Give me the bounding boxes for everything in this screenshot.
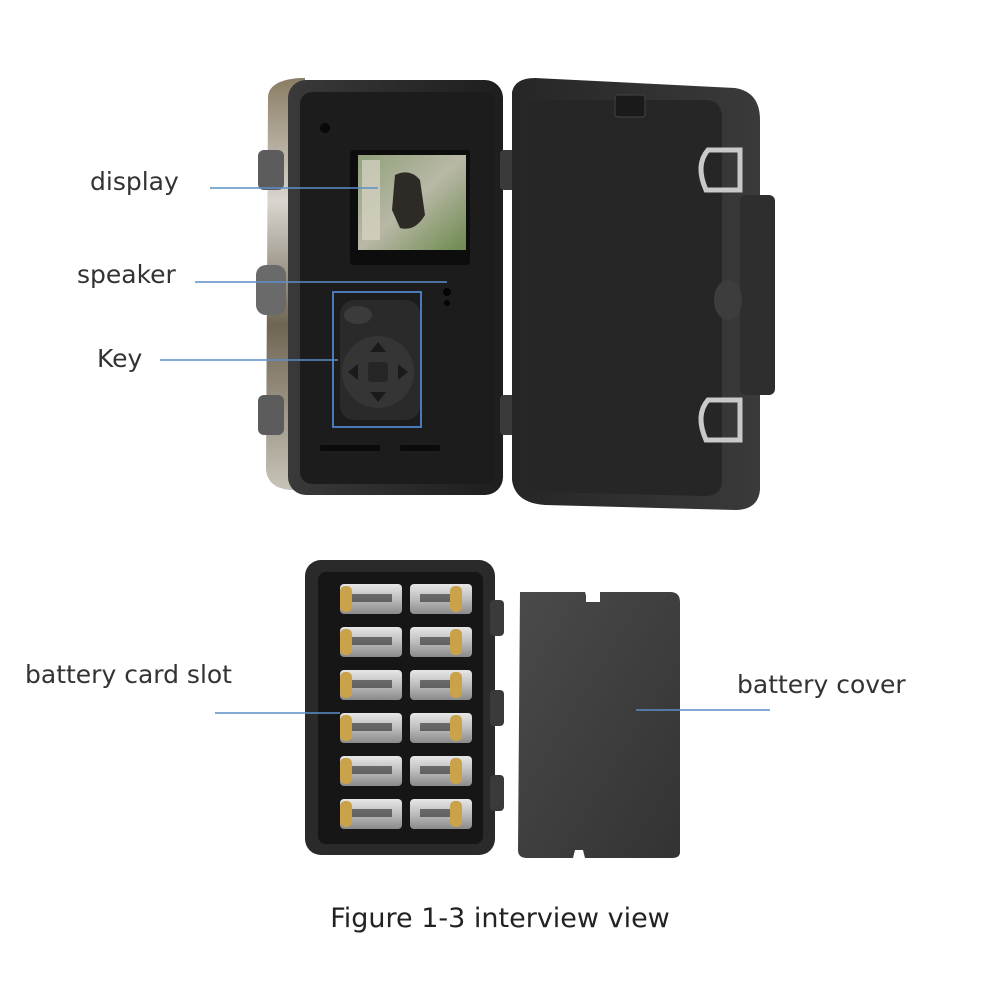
strap-loop-top <box>698 147 743 193</box>
battery-label-stripe <box>350 766 392 774</box>
battery-label-stripe <box>350 680 392 688</box>
key-right-arrow <box>398 364 408 380</box>
battery-terminal <box>340 586 352 612</box>
battery-terminal <box>450 629 462 655</box>
label-battery-card-slot: battery card slot <box>25 660 232 689</box>
label-speaker: speaker <box>77 260 177 289</box>
door-clip <box>614 94 646 118</box>
battery-label-stripe <box>420 594 462 602</box>
battery-terminal <box>340 758 352 784</box>
battery-compartment-illustration: battery card slot battery cover <box>25 560 906 858</box>
left-hinge-mid <box>256 265 286 315</box>
battery-label-stripe <box>420 723 462 731</box>
speaker-hole <box>443 288 451 296</box>
display-image-animal <box>392 172 425 229</box>
camera-open-illustration: display speaker Key <box>77 78 775 510</box>
left-latch-bottom <box>258 395 284 435</box>
battery-label-stripe <box>350 637 392 645</box>
battery-terminal <box>340 629 352 655</box>
battery-terminal <box>450 586 462 612</box>
door-inner-cavity <box>528 100 722 496</box>
battery-label-stripe <box>350 723 392 731</box>
battery-label-stripe <box>350 594 392 602</box>
battery-terminal <box>450 801 462 827</box>
battery-terminal <box>450 672 462 698</box>
key-down-arrow <box>370 392 386 402</box>
battery-cover <box>518 592 680 858</box>
key-ok <box>368 362 388 382</box>
left-latch-top <box>258 150 284 190</box>
compartment-tab <box>490 600 504 636</box>
label-key: Key <box>97 344 143 373</box>
menu-key <box>344 306 372 324</box>
cover-notch <box>586 588 600 602</box>
battery-label-stripe <box>420 809 462 817</box>
battery-label-stripe <box>350 809 392 817</box>
compartment-tab <box>490 775 504 811</box>
battery-terminal <box>340 715 352 741</box>
bottom-slot <box>320 445 380 451</box>
speaker-hole <box>444 300 450 306</box>
bottom-slot <box>400 445 440 451</box>
figure-caption: Figure 1-3 interview view <box>330 903 670 934</box>
label-battery-cover: battery cover <box>737 670 906 699</box>
key-left-arrow <box>348 364 358 380</box>
compartment-tab <box>490 690 504 726</box>
battery-terminal <box>450 758 462 784</box>
label-display: display <box>90 167 179 196</box>
battery-label-stripe <box>420 637 462 645</box>
battery-rows <box>340 584 472 829</box>
battery-terminal <box>450 715 462 741</box>
battery-terminal <box>340 801 352 827</box>
battery-label-stripe <box>420 680 462 688</box>
door-bump <box>714 280 742 320</box>
strap-loop-bottom <box>698 397 743 443</box>
strap-channel <box>740 195 775 395</box>
indicator-hole <box>320 123 330 133</box>
display-image-tree <box>362 160 380 240</box>
key-up-arrow <box>370 342 386 352</box>
battery-terminal <box>340 672 352 698</box>
battery-label-stripe <box>420 766 462 774</box>
